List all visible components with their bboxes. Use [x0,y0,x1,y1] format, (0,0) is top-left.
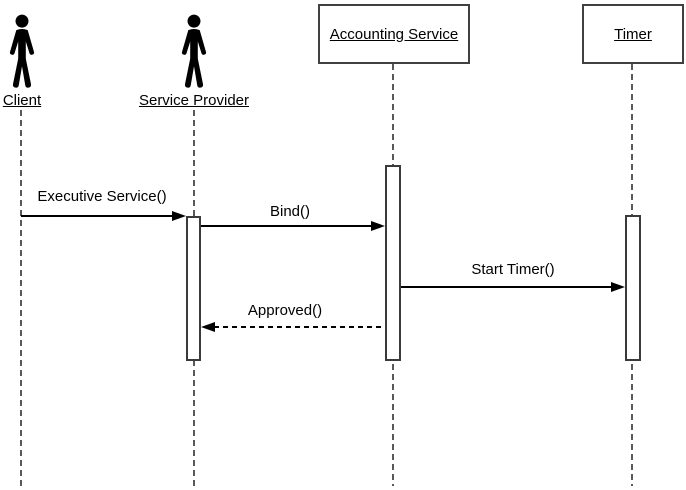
object-box-timer: Timer [582,4,684,64]
message-label: Bind() [269,203,310,220]
message-line [401,286,612,288]
lifeline-client [20,110,22,486]
arrowhead-right-icon [611,282,625,292]
actor-icon [181,14,207,88]
object-box-accounting-service: Accounting Service [318,4,470,64]
object-label: Accounting Service [329,25,459,43]
activation-bar-timer [625,215,641,361]
message-line [21,215,173,217]
message-label: Executive Service() [37,188,167,205]
activation-bar-accounting-service [385,165,401,361]
message-line [201,225,372,227]
arrowhead-left-icon [201,322,215,332]
arrowhead-right-icon [172,211,186,221]
message-line [214,326,385,328]
actor-label-client: Client [2,92,42,109]
actor-label-service-provider: Service Provider [138,92,250,109]
object-label: Timer [614,25,652,43]
message-label: Start Timer() [471,261,555,278]
actor-icon [9,14,35,88]
activation-bar-service-provider [186,216,201,361]
message-label: Approved() [247,302,323,319]
arrowhead-right-icon [371,221,385,231]
